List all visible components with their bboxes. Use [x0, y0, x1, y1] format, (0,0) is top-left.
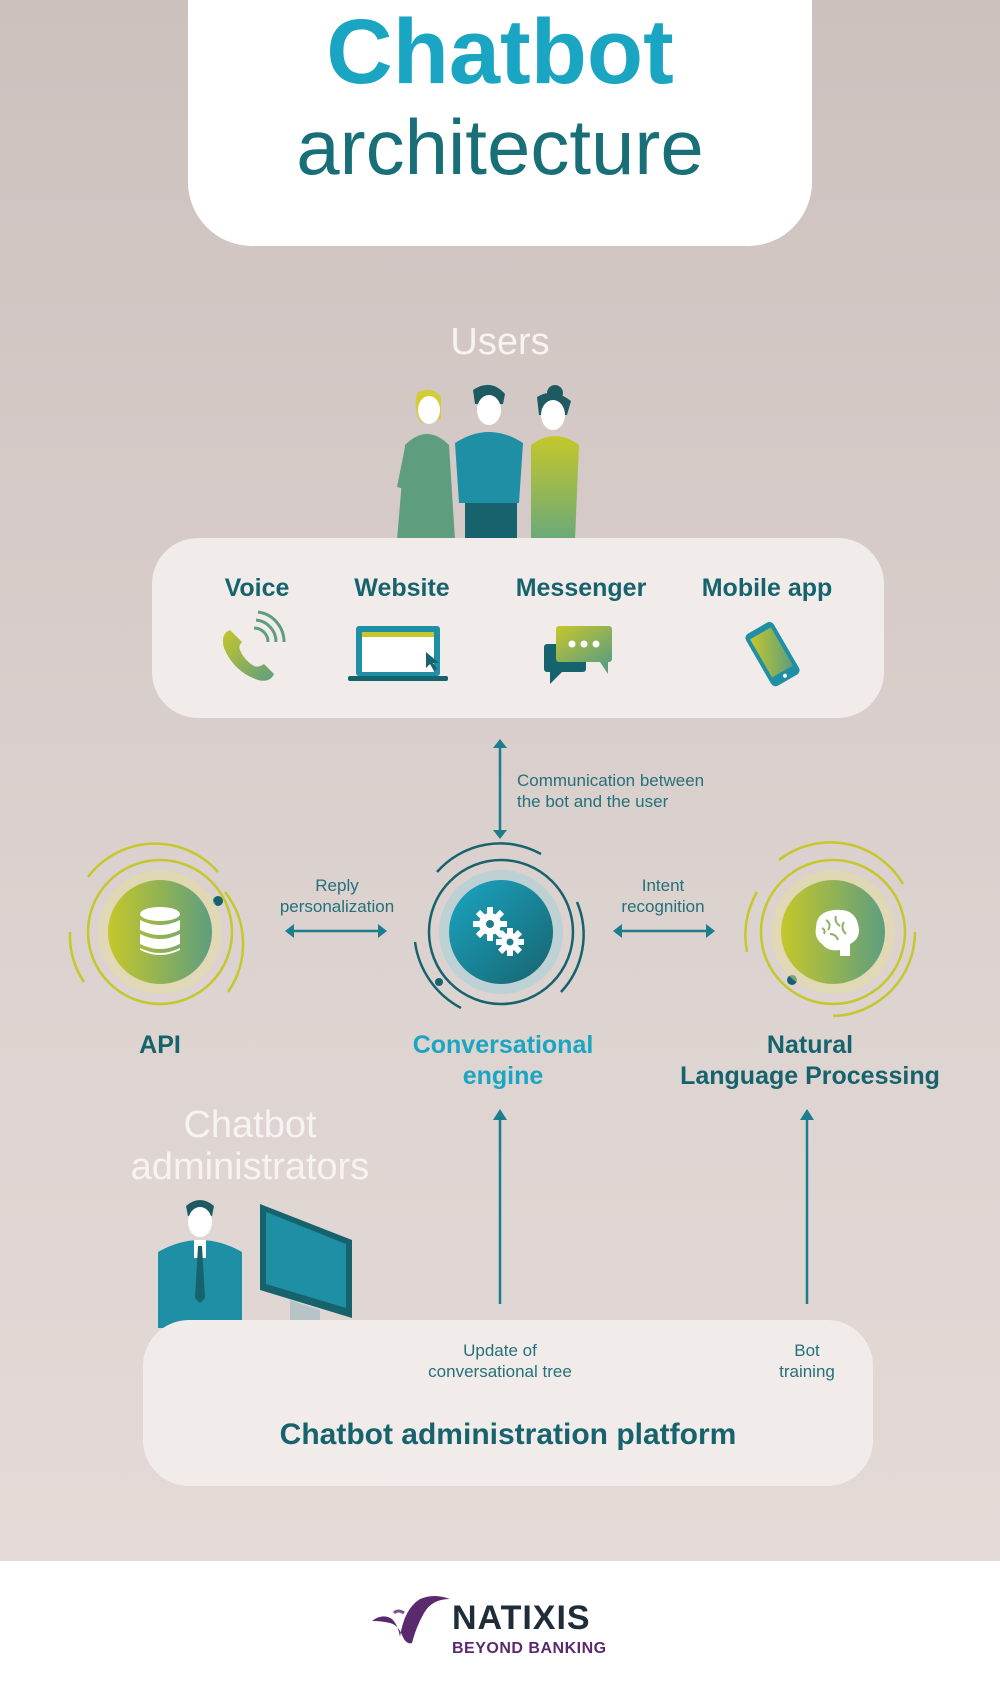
reply-label-line-1: Reply	[315, 876, 359, 895]
engine-label-line-1: Conversational	[412, 1031, 594, 1059]
database-icon	[140, 907, 180, 955]
admins-heading-line-1: Chatbot	[183, 1104, 317, 1146]
engine-label-line-2: engine	[462, 1061, 544, 1090]
title-line-1: Chatbot	[326, 1, 674, 103]
engine-label: Conversational engine	[385, 1030, 621, 1091]
communication-label-line-2: the bot and the user	[517, 792, 669, 812]
laptop-icon	[348, 626, 448, 681]
update-label-line-2: conversational tree	[428, 1362, 572, 1382]
brand-tagline: BEYOND BANKING	[452, 1640, 607, 1657]
smartphone-icon	[745, 621, 800, 687]
communication-label-line-1: Communication between	[517, 771, 705, 790]
update-label: Update of conversational tree	[390, 1340, 610, 1383]
brain-icon	[815, 909, 859, 956]
training-arrow	[800, 1109, 814, 1304]
nlp-label-line-1: Natural	[766, 1031, 854, 1059]
phone-icon	[222, 610, 286, 681]
admins-heading: Chatbot administrators	[100, 1104, 400, 1189]
brand-name: NATIXIS	[452, 1599, 591, 1637]
admin-platform-label: Chatbot administration platform	[279, 1418, 737, 1451]
title-card: Chatbot architecture	[188, 0, 812, 246]
admins-heading-line-2: administrators	[130, 1145, 370, 1188]
gears-icon	[473, 907, 524, 956]
footer-bar: NATIXIS BEYOND BANKING	[0, 1561, 1000, 1687]
title-line-2: architecture	[296, 103, 704, 191]
admin-platform-panel: Update of conversational tree Bot traini…	[143, 1320, 873, 1486]
nlp-label: Natural Language Processing	[660, 1030, 960, 1091]
training-label-line-2: training	[779, 1362, 835, 1382]
communication-label: Communication between the bot and the us…	[517, 770, 757, 813]
update-arrow	[493, 1109, 507, 1304]
intent-label: Intent recognition	[593, 875, 733, 918]
channel-messenger-label: Messenger	[515, 574, 647, 602]
intent-label-line-1: Intent	[641, 876, 685, 895]
channel-mobile-label: Mobile app	[701, 574, 833, 602]
chat-bubbles-icon	[544, 626, 612, 684]
training-label: Bot training	[757, 1340, 857, 1383]
channel-voice-label: Voice	[224, 574, 290, 602]
training-label-line-1: Bot	[794, 1341, 820, 1360]
channel-website-label: Website	[354, 574, 450, 602]
natixis-brushstroke-logo	[372, 1596, 450, 1644]
intent-label-line-2: recognition	[621, 897, 705, 917]
channels-panel: Voice Website Messenger Mobile app	[152, 538, 884, 718]
nlp-label-line-2: Language Processing	[680, 1061, 940, 1090]
intent-arrow	[613, 924, 715, 938]
reply-arrow	[285, 924, 387, 938]
users-illustration	[397, 384, 579, 540]
api-label: API	[139, 1031, 181, 1059]
update-label-line-1: Update of	[463, 1341, 537, 1360]
administrator-illustration	[158, 1200, 352, 1328]
reply-label-line-2: personalization	[279, 897, 395, 917]
communication-arrow	[493, 739, 507, 839]
users-heading: Users	[450, 321, 550, 363]
reply-label: Reply personalization	[262, 875, 412, 918]
